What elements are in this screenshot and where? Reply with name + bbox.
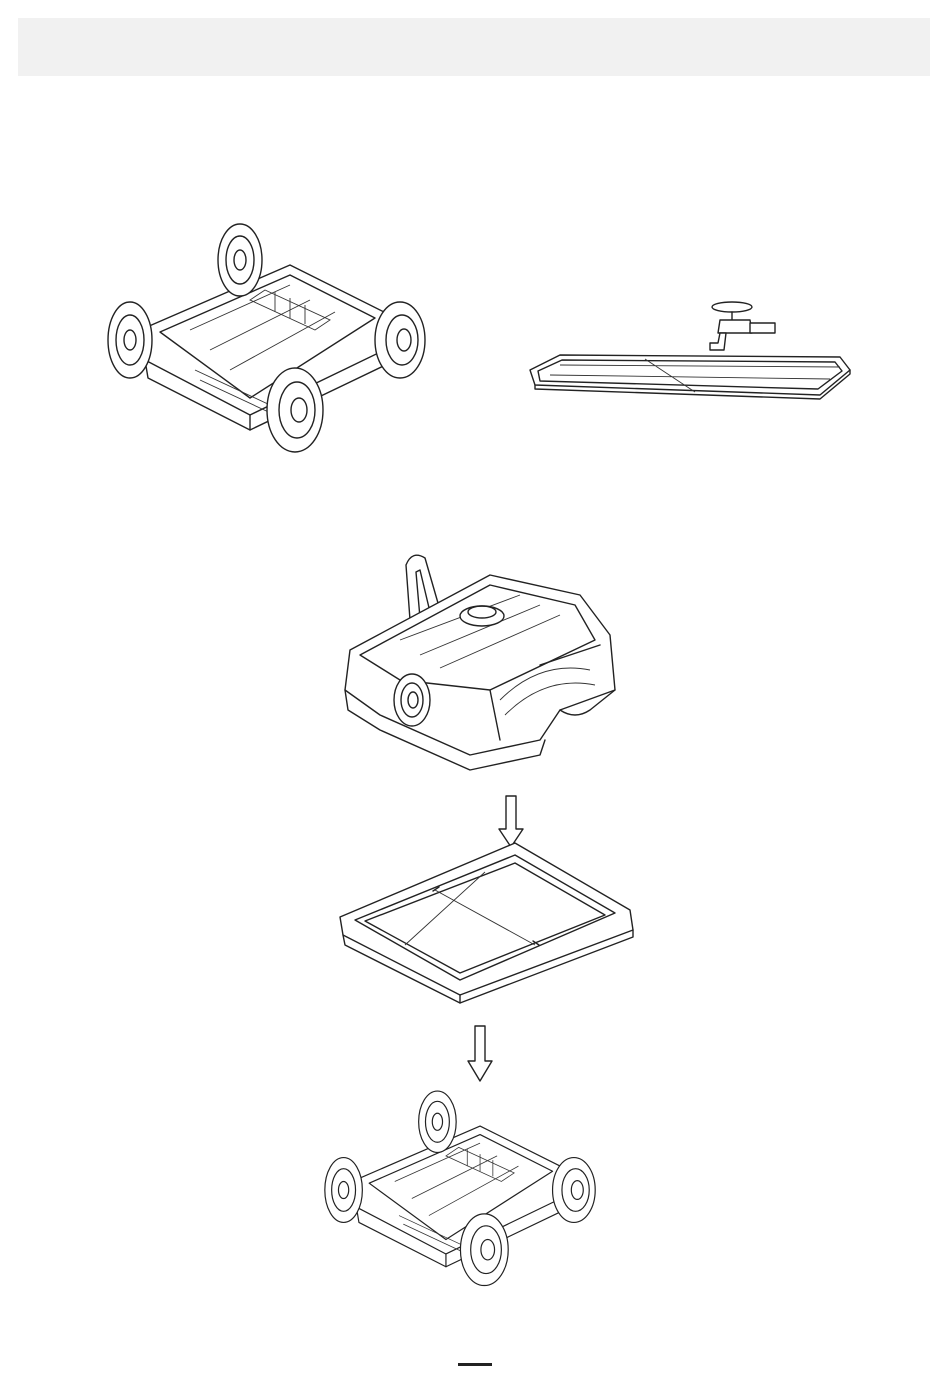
top-cover-icon bbox=[340, 550, 630, 775]
wheel-back-left bbox=[218, 224, 262, 296]
chassis-base-icon bbox=[100, 220, 440, 460]
filter-rinse-illustration bbox=[520, 295, 860, 405]
chassis-base-illustration-top bbox=[100, 220, 440, 460]
header-bar bbox=[18, 18, 930, 76]
page-number-bar bbox=[458, 1363, 492, 1366]
down-arrow-icon bbox=[467, 1025, 493, 1083]
top-cover-illustration bbox=[340, 550, 630, 775]
faucet-filter-icon bbox=[520, 295, 860, 405]
chassis-base-illustration-bottom bbox=[318, 1085, 608, 1295]
chassis-base-icon bbox=[318, 1085, 608, 1295]
down-arrow-2 bbox=[467, 1025, 493, 1083]
filter-tray-illustration bbox=[335, 835, 635, 1005]
filter-tray-icon bbox=[335, 835, 635, 1005]
